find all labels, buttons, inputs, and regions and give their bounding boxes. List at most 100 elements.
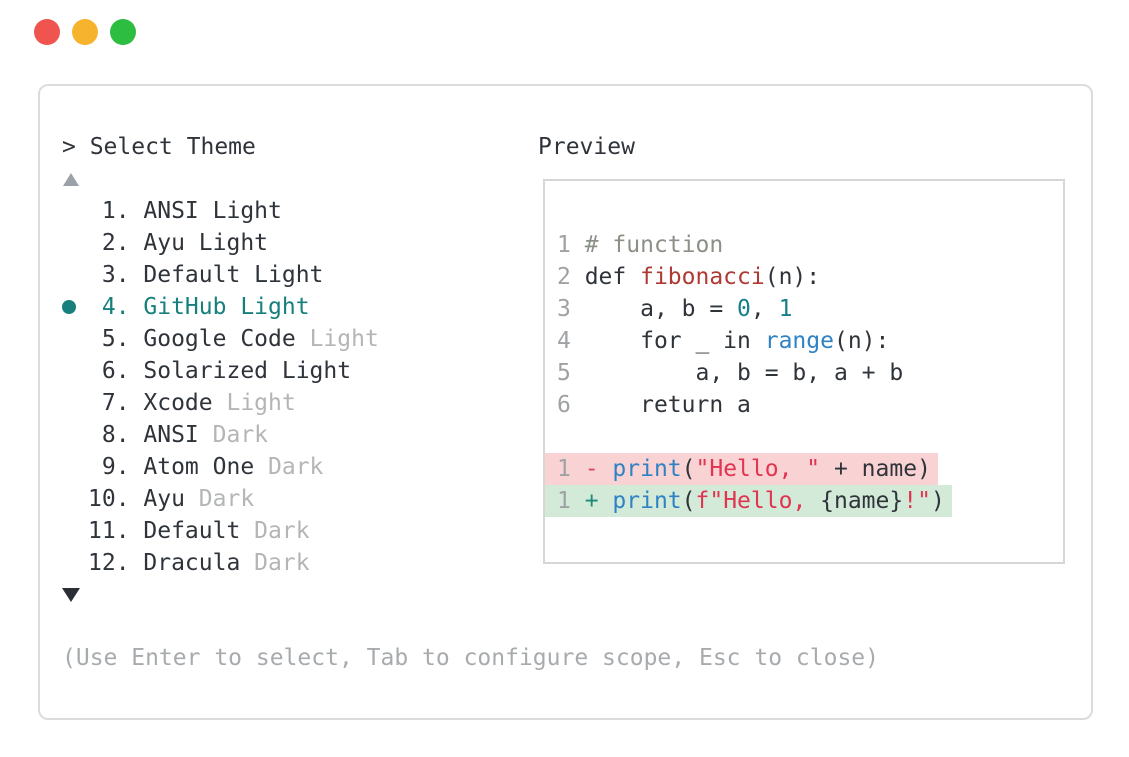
bullet-spacer bbox=[62, 323, 88, 355]
code-segment: f"Hello, bbox=[695, 488, 821, 514]
bullet-spacer bbox=[62, 355, 88, 387]
item-label: Solarized Light bbox=[143, 358, 352, 384]
zoom-button[interactable] bbox=[110, 19, 136, 45]
code-segment: 1 bbox=[557, 456, 585, 482]
close-button[interactable] bbox=[34, 19, 60, 45]
code-segment: 2 bbox=[557, 264, 585, 290]
theme-list: 1. ANSI Light 2. Ayu Light 3. Default Li… bbox=[62, 195, 379, 579]
item-label-muted: Dark bbox=[254, 550, 310, 576]
selected-bullet-icon bbox=[62, 291, 88, 323]
scroll-down[interactable] bbox=[62, 579, 379, 611]
item-number: 1. bbox=[88, 198, 144, 224]
code-segment: 1 bbox=[778, 296, 793, 322]
bullet-spacer bbox=[62, 227, 88, 259]
bullet-spacer bbox=[62, 547, 88, 579]
code-segment: range bbox=[764, 328, 834, 354]
minimize-button[interactable] bbox=[72, 19, 98, 45]
theme-item-3[interactable]: 3. Default Light bbox=[62, 259, 379, 291]
item-label: Dracula bbox=[143, 550, 255, 576]
code-segment: 3 bbox=[557, 296, 585, 322]
code-segment: ( bbox=[681, 456, 696, 482]
item-label-muted: Dark bbox=[268, 454, 324, 480]
item-number: 6. bbox=[88, 358, 144, 384]
code-segment: 0 bbox=[737, 296, 751, 322]
bullet-spacer bbox=[62, 387, 88, 419]
theme-item-1[interactable]: 1. ANSI Light bbox=[62, 195, 379, 227]
item-label-muted: Dark bbox=[254, 518, 310, 544]
item-number: 5. bbox=[88, 326, 144, 352]
code-line-9: 1 + print(f"Hello, {name}!") bbox=[545, 485, 1063, 517]
code-line-3: 3 a, b = 0, 1 bbox=[545, 293, 1063, 325]
bullet-spacer bbox=[62, 515, 88, 547]
item-label: Google Code bbox=[143, 326, 310, 352]
item-label: Ayu Light bbox=[143, 230, 269, 256]
bullet-spacer bbox=[62, 195, 88, 227]
code-segment: 1 bbox=[557, 232, 585, 258]
item-label-muted: Light bbox=[309, 326, 379, 352]
code-segment: (n): bbox=[833, 328, 890, 354]
item-number: 7. bbox=[88, 390, 144, 416]
code-line-7 bbox=[545, 421, 1063, 453]
item-label: Ayu bbox=[143, 486, 199, 512]
code-segment: def bbox=[584, 264, 641, 290]
code-segment: + name) bbox=[820, 456, 931, 482]
item-number: 12. bbox=[88, 550, 144, 576]
item-number: 2. bbox=[88, 230, 144, 256]
preview-label: Preview bbox=[538, 134, 635, 160]
item-label: GitHub Light bbox=[143, 294, 310, 320]
item-label: Xcode bbox=[143, 390, 227, 416]
item-number: 3. bbox=[88, 262, 144, 288]
code-segment: print bbox=[612, 488, 682, 514]
theme-item-11[interactable]: 11. Default Dark bbox=[62, 515, 379, 547]
code-line-4: 4 for _ in range(n): bbox=[545, 325, 1063, 357]
bullet-spacer bbox=[62, 483, 88, 515]
code-segment: ( bbox=[681, 488, 696, 514]
dot-icon bbox=[62, 300, 76, 314]
diff-removed-line: 1 - print("Hello, " + name) bbox=[545, 453, 938, 485]
code-segment: !" bbox=[903, 488, 931, 514]
code-segment: return a bbox=[584, 392, 751, 418]
code-segment: 4 bbox=[557, 328, 585, 354]
item-number: 4. bbox=[88, 294, 144, 320]
code-segment: + bbox=[584, 488, 613, 514]
theme-item-7[interactable]: 7. Xcode Light bbox=[62, 387, 379, 419]
code-line-8: 1 - print("Hello, " + name) bbox=[545, 453, 1063, 485]
bullet-spacer bbox=[62, 259, 88, 291]
theme-item-2[interactable]: 2. Ayu Light bbox=[62, 227, 379, 259]
item-label: ANSI Light bbox=[143, 198, 282, 224]
theme-item-9[interactable]: 9. Atom One Dark bbox=[62, 451, 379, 483]
theme-item-10[interactable]: 10. Ayu Dark bbox=[62, 483, 379, 515]
item-number: 10. bbox=[88, 486, 144, 512]
bullet-spacer bbox=[62, 451, 88, 483]
bullet-spacer bbox=[62, 419, 88, 451]
theme-list-section: > Select Theme 1. ANSI Light 2. Ayu Ligh… bbox=[62, 131, 379, 611]
code-segment: - bbox=[584, 456, 613, 482]
code-segment: # function bbox=[584, 232, 724, 258]
scroll-up[interactable] bbox=[62, 163, 379, 195]
code-segment: 6 bbox=[557, 392, 585, 418]
code-line-6: 6 return a bbox=[545, 389, 1063, 421]
code-segment: (n): bbox=[764, 264, 821, 290]
item-label-muted: Dark bbox=[198, 486, 255, 512]
item-label: Default Light bbox=[143, 262, 324, 288]
code-segment: a, b = b, a + b bbox=[584, 360, 904, 386]
item-label-muted: Dark bbox=[212, 422, 269, 448]
theme-item-4[interactable]: 4. GitHub Light bbox=[62, 291, 379, 323]
code-segment: "Hello, " bbox=[695, 456, 821, 482]
theme-item-8[interactable]: 8. ANSI Dark bbox=[62, 419, 379, 451]
theme-picker-panel: > Select Theme 1. ANSI Light 2. Ayu Ligh… bbox=[38, 84, 1093, 720]
item-number: 8. bbox=[88, 422, 144, 448]
window-controls bbox=[34, 19, 136, 45]
item-label: Atom One bbox=[143, 454, 269, 480]
code-line-1: 1 # function bbox=[545, 229, 1063, 261]
theme-item-6[interactable]: 6. Solarized Light bbox=[62, 355, 379, 387]
code-segment: ) bbox=[930, 488, 945, 514]
theme-item-5[interactable]: 5. Google Code Light bbox=[62, 323, 379, 355]
diff-added-line: 1 + print(f"Hello, {name}!") bbox=[545, 485, 952, 517]
item-number: 11. bbox=[88, 518, 144, 544]
prompt-title: > Select Theme bbox=[62, 134, 256, 160]
code-segment: {name} bbox=[820, 488, 904, 514]
theme-item-12[interactable]: 12. Dracula Dark bbox=[62, 547, 379, 579]
